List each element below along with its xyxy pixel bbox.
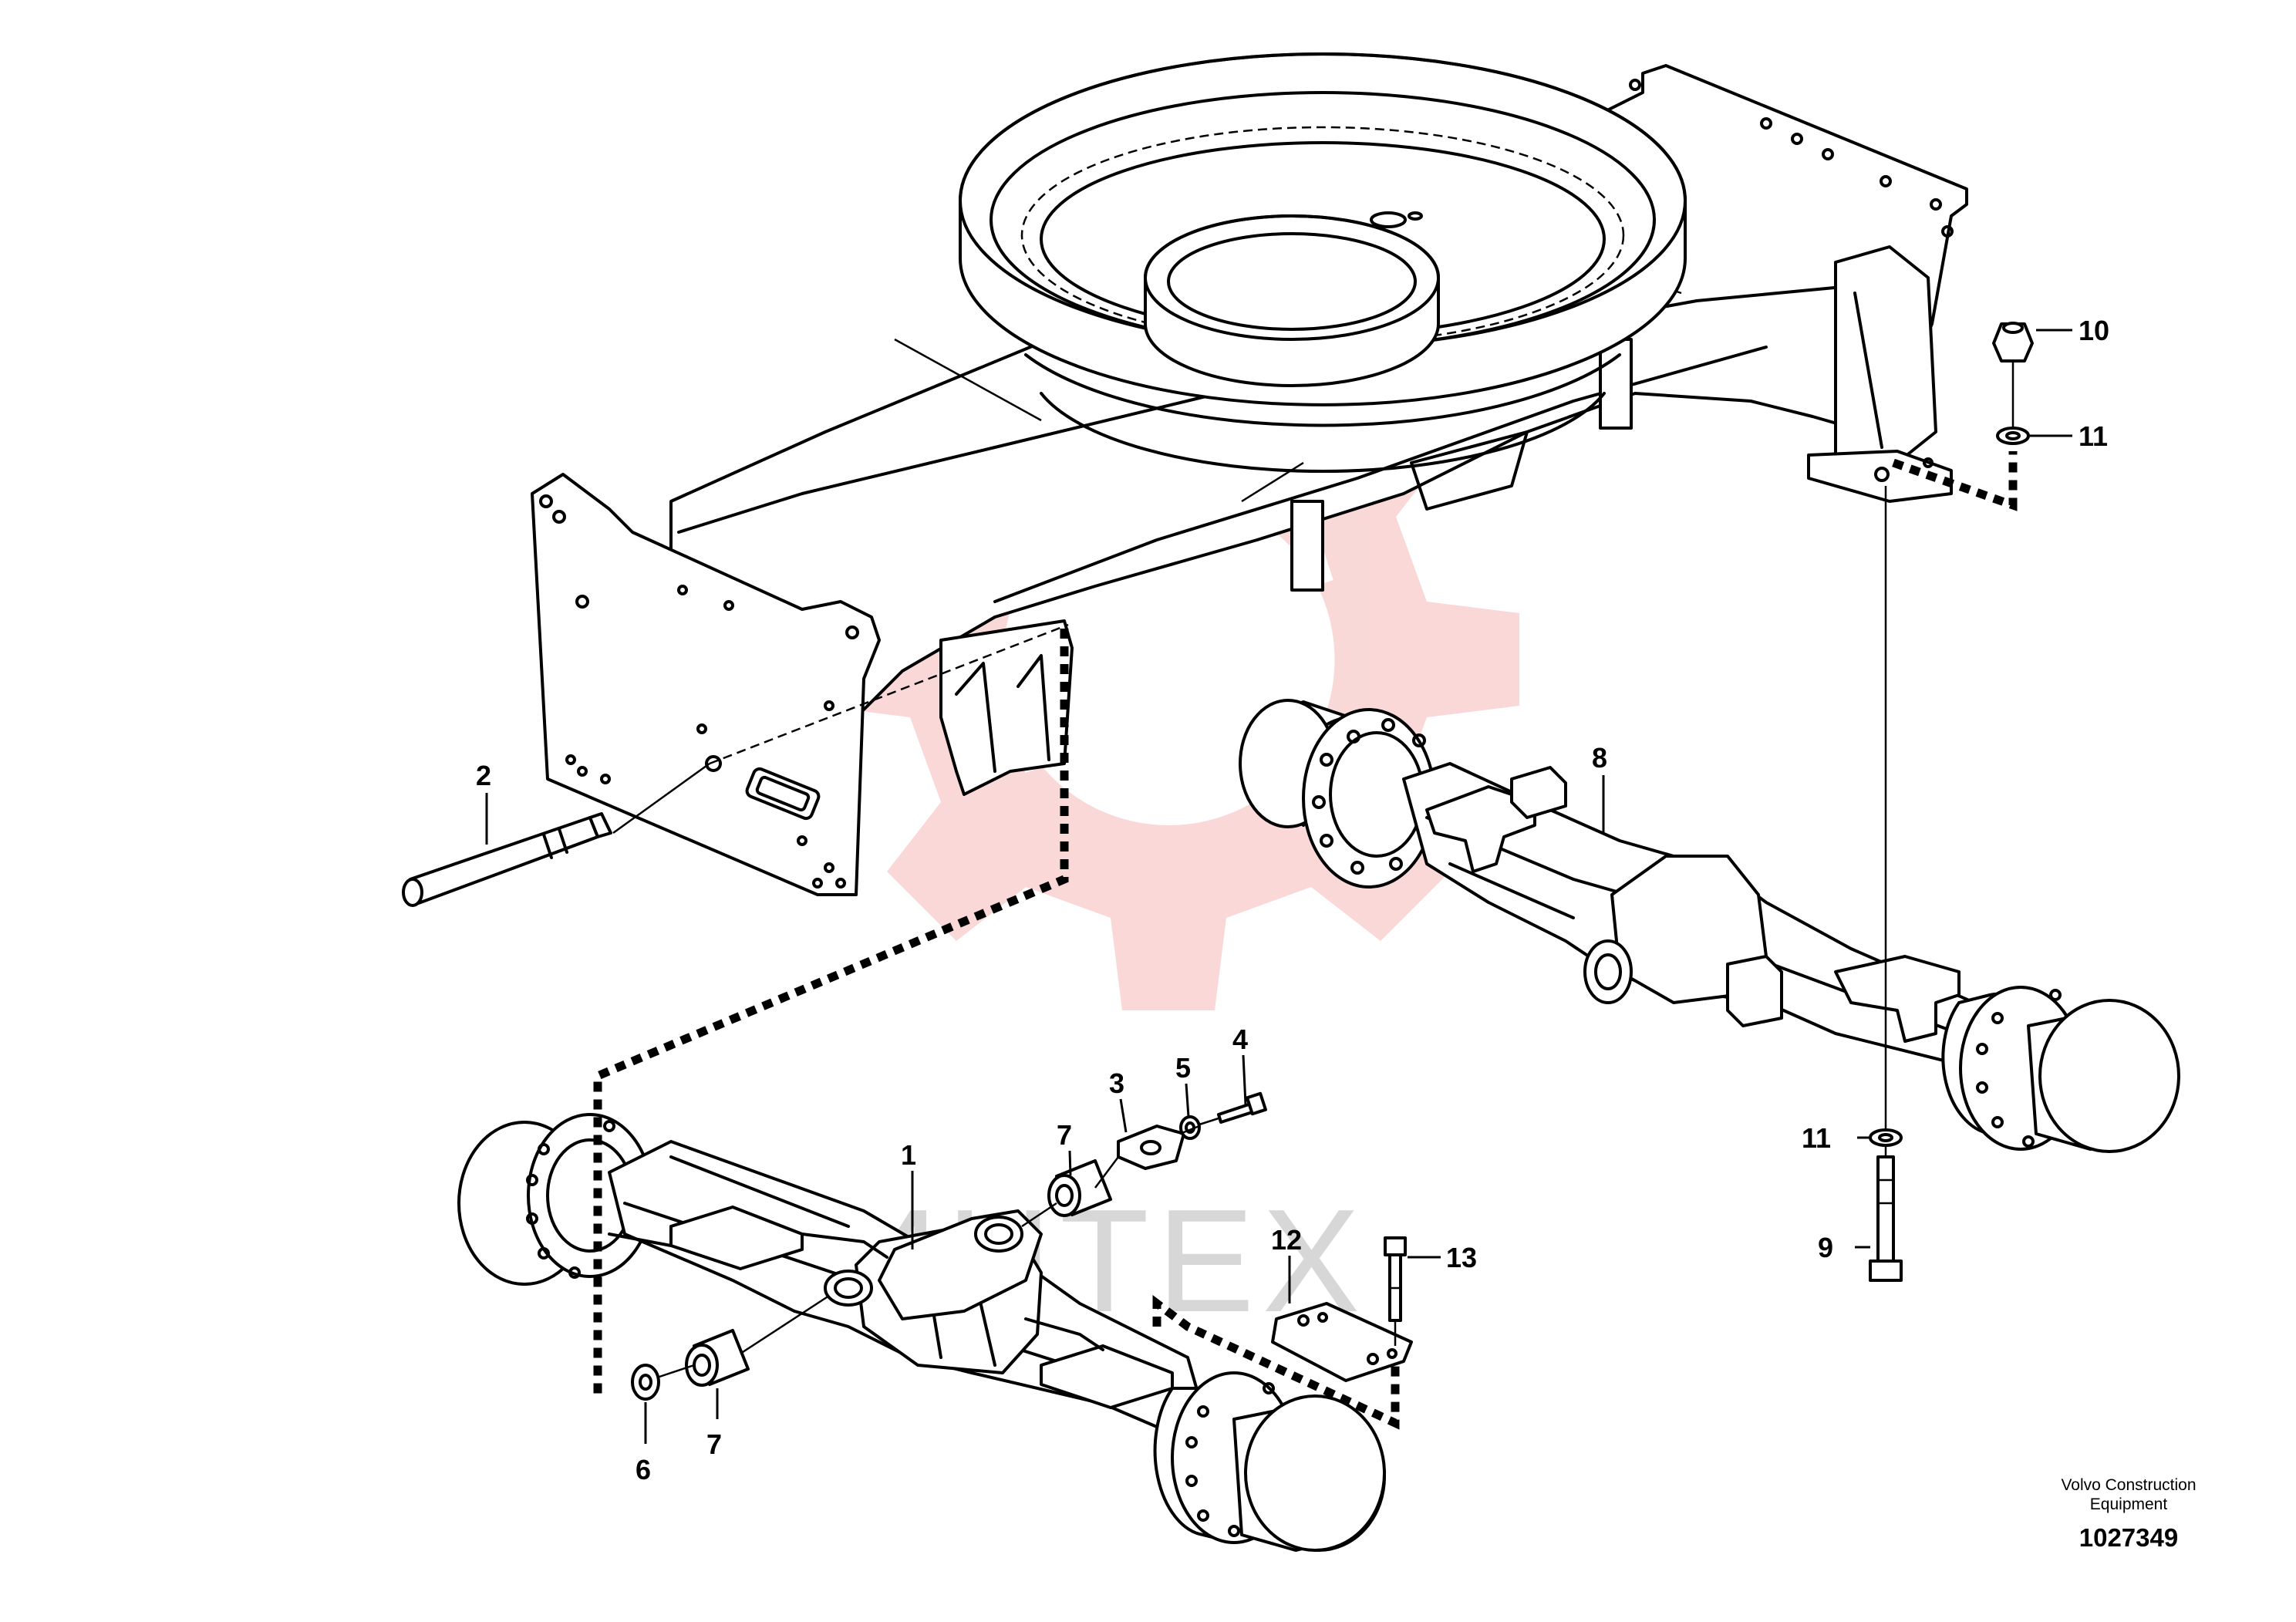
rear-axle-pinion-flange-inner [1594,953,1622,990]
pivot-pin-groove [542,833,553,859]
callout-labels: 1 2 3 4 5 6 7 7 8 9 10 11 11 12 13 [476,315,2109,1485]
brand-line-2: Equipment [2090,1496,2168,1513]
frame-tab-left [1290,500,1324,592]
front-axle-trunnion-rear-bore [974,1216,1023,1253]
callout-7-upper: 7 [1057,1119,1072,1151]
callout-7-lower: 7 [706,1428,722,1460]
callout-6: 6 [636,1454,651,1485]
front-axle-right-drum-face [1244,1394,1386,1552]
frame-rear-mount-hole-2 [1923,457,1934,468]
cap-screw [1217,1091,1267,1124]
callout-leaders [485,329,2072,1444]
pivot-pin-tip [588,812,612,838]
slewing-ring-port-2 [1408,211,1423,221]
front-axle [457,1113,1386,1552]
front-axle-brake-line [801,1233,888,1259]
rear-axle-right-wheel-studs [1976,989,2062,1148]
frame-pivot-bracket [939,619,1074,796]
callout-11-lower: 11 [1802,1122,1831,1154]
plate-axis [1094,1156,1119,1189]
slewing-ring-lower-band [1024,353,1621,427]
assembly-bracket-shim [1152,1295,1400,1430]
screw-axis [1199,1117,1219,1126]
mount-bolt [1869,1155,1903,1282]
front-axle-trunnion-rear-bore-inner [984,1223,1013,1245]
frame-plate-slot [745,767,821,821]
front-axle-trunnion-front-bore [824,1270,873,1307]
frame-pivot-rib [955,662,996,773]
frame-edge-lower [993,346,1768,603]
callout-12: 12 [1271,1224,1302,1256]
slewing-ring-hub [1144,214,1440,387]
mount-washer-lower [1869,1128,1903,1147]
callout-11-upper: 11 [2079,420,2108,452]
retaining-plate [1117,1125,1185,1170]
document-number: 1027349 [2079,1523,2178,1552]
pin-axis [612,762,710,835]
bushing-axis-lower [740,1294,830,1355]
front-axle-housing-edge-2 [669,1155,850,1228]
callout-10: 10 [2079,315,2109,346]
assembly-bracket-front-axle [593,629,1069,1396]
pivot-pin-body [409,816,599,905]
frame-tab-right [1599,338,1633,430]
frame-rear-mount-hole [1874,467,1890,482]
frame-plate-slot-inner [755,775,811,812]
callout-3: 3 [1109,1067,1124,1099]
rear-axle-rear-cradle [1834,955,1961,1043]
callout-2: 2 [476,760,491,791]
frame-rear-flange-holes [1629,79,1954,238]
frame-rear-mount-pad [1807,450,1953,503]
lock-washer [1179,1115,1201,1140]
rear-axle-pinion-flange [1583,939,1633,1004]
slewing-ring [959,52,1687,511]
shim-bolt [1384,1236,1407,1322]
frame-pivot-rib-2 [1017,654,1050,761]
slewing-ring-bracket [1410,430,1529,511]
rear-axle-right-drum-face [2038,999,2180,1153]
frame-seam-1 [894,338,1042,422]
assembly-lines [593,363,2018,1430]
brand-line-1: Volvo Construction [2061,1476,2196,1494]
thrust-washer [631,1364,660,1401]
assembly-bracket-rear-mount [1892,451,2018,511]
thrust-washer-axis [659,1364,695,1378]
rear-axle-left-wheel-studs [1312,718,1426,875]
callout-9: 9 [1818,1232,1833,1263]
slewing-ring-lower-band-2 [1040,392,1606,474]
front-axle-hub-joint [608,1233,673,1247]
callout-8: 8 [1592,742,1607,774]
callout-4: 4 [1232,1023,1248,1055]
pivot-pin-end [402,878,423,907]
front-axle-left-wheel-studs [526,1120,615,1279]
mount-nut [1992,322,2034,363]
pivot-pin-groove-2 [558,828,568,854]
rear-axle-front-cradle-cap [1510,766,1567,819]
callout-13: 13 [1446,1242,1477,1273]
title-block: Volvo Construction Equipment 1027349 [2061,1476,2196,1552]
front-axle-brake-line-2 [1024,1317,1104,1351]
washer-axis [1179,1125,1200,1135]
bushing-lower [685,1329,750,1387]
slewing-ring-hub-rim [1144,214,1440,341]
rear-axle [1239,699,2180,1153]
rear-axle-rod [1448,862,1575,919]
frame-rear-rib [1853,292,1883,449]
callout-1: 1 [901,1139,916,1171]
frame-seam-3 [1241,461,1304,503]
bushing-axis-upper [1021,1202,1057,1228]
frame-plate-holes [539,494,859,889]
rear-axle-stop-block [1726,955,1783,1027]
shim-plate [1271,1302,1413,1382]
callout-5: 5 [1175,1052,1191,1084]
slewing-ring-port [1370,211,1407,228]
frame-rear-gusset [1834,245,1937,464]
slewing-ring-hub-bore [1167,232,1417,331]
pin-axis-dashed [709,623,1069,765]
front-axle-trunnion-front-bore-inner [834,1277,863,1299]
pivot-pin [402,812,612,907]
mount-washer-upper [1996,427,2030,445]
